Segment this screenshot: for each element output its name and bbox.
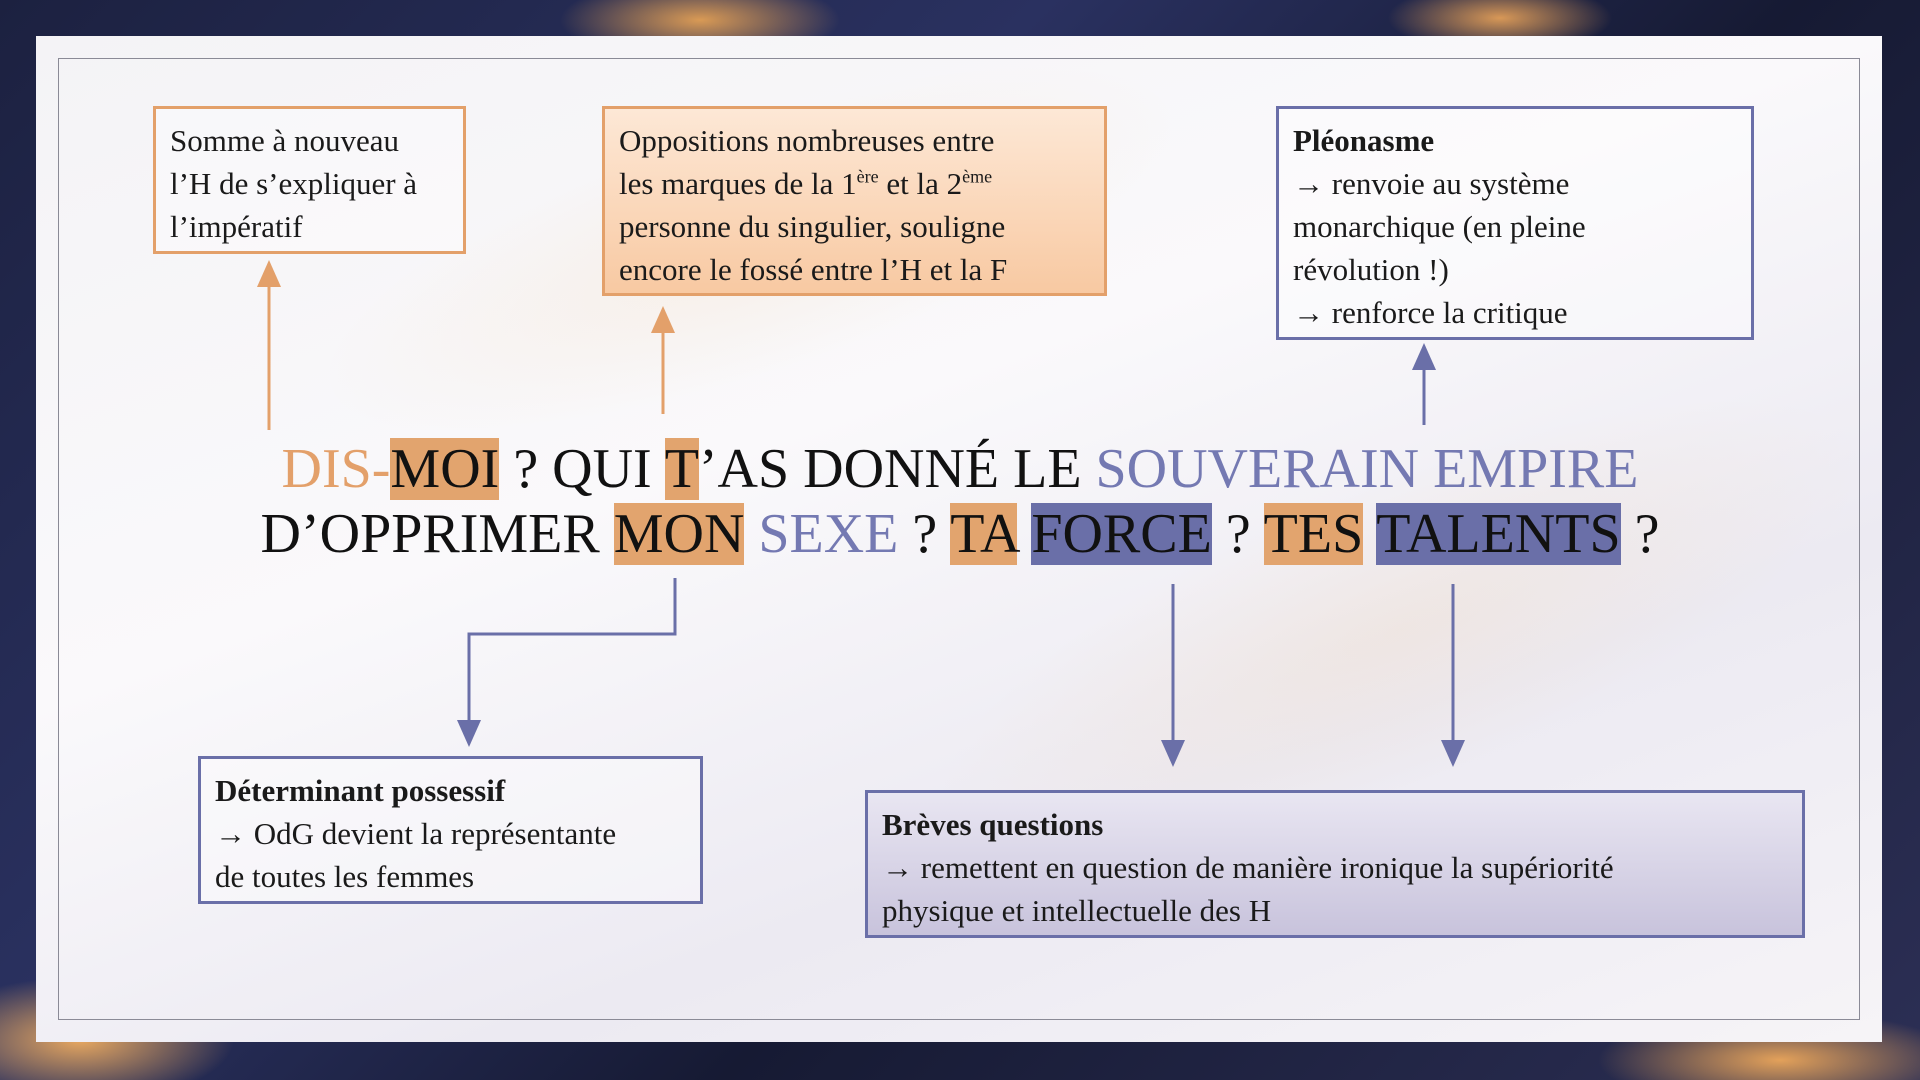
slide-inner-border [58, 58, 1860, 1020]
quote-segment: MON [613, 503, 745, 565]
box-oppositions: Oppositions nombreuses entre les marques… [602, 106, 1107, 296]
quote-segment: ? [1211, 503, 1264, 565]
quote-segment: ’AS DONNÉ LE [698, 438, 1096, 500]
quote-segment: ? [1620, 503, 1660, 565]
box-imperatif-line: l’H de s’expliquer à [170, 166, 418, 201]
box-questions: Brèves questions → remettent en question… [865, 790, 1805, 938]
box-pleonasme-title: Pléonasme [1293, 123, 1435, 158]
quote-segment: T [664, 438, 699, 500]
quote-line-1: DIS-MOI ? QUI T’AS DONNÉ LE SOUVERAIN EM… [0, 437, 1920, 501]
quote-segment: D’OPPRIMER [260, 503, 614, 565]
box-determinant-line: de toutes les femmes [215, 859, 475, 894]
quote-segment: SEXE [758, 503, 899, 565]
box-pleonasme-line: révolution !) [1293, 252, 1449, 287]
quote-segment: ? [898, 503, 951, 565]
quote-line-2: D’OPPRIMER MON SEXE ? TA FORCE ? TES TAL… [0, 502, 1920, 566]
quote-segment: MOI [390, 438, 500, 500]
box-questions-line: → remettent en question de manière ironi… [882, 850, 1614, 885]
box-pleonasme-line: monarchique (en pleine [1293, 209, 1586, 244]
box-oppositions-line: les marques de la 1ère et la 2ème [619, 166, 993, 201]
box-determinant-line: → OdG devient la représentante [215, 816, 617, 851]
quote-segment: SOUVERAIN EMPIRE [1095, 438, 1639, 500]
box-oppositions-line: personne du singulier, souligne [619, 209, 1006, 244]
box-imperatif-line: l’impératif [170, 209, 303, 244]
box-oppositions-line: encore le fossé entre l’H et la F [619, 252, 1008, 287]
quote-segment: - [371, 438, 391, 500]
box-pleonasme: Pléonasme → renvoie au système monarchiq… [1276, 106, 1754, 340]
box-imperatif-line: Somme à nouveau [170, 123, 400, 158]
quote-segment: TA [950, 503, 1018, 565]
quote-segment: FORCE [1031, 503, 1212, 565]
box-questions-line: physique et intellectuelle des H [882, 893, 1272, 928]
quote-segment: ? QUI [499, 438, 665, 500]
box-determinant: Déterminant possessif → OdG devient la r… [198, 756, 703, 904]
quote-segment: TES [1263, 503, 1364, 565]
quote-segment: TALENTS [1376, 503, 1621, 565]
box-determinant-title: Déterminant possessif [215, 773, 506, 808]
box-pleonasme-line: → renforce la critique [1293, 295, 1568, 330]
arrow-to-determinant [457, 578, 677, 747]
box-imperatif: Somme à nouveau l’H de s’expliquer à l’i… [153, 106, 466, 254]
quote-segment: DIS [281, 438, 372, 500]
box-oppositions-line: Oppositions nombreuses entre [619, 123, 995, 158]
box-questions-title: Brèves questions [882, 807, 1104, 842]
box-pleonasme-line: → renvoie au système [1293, 166, 1570, 201]
